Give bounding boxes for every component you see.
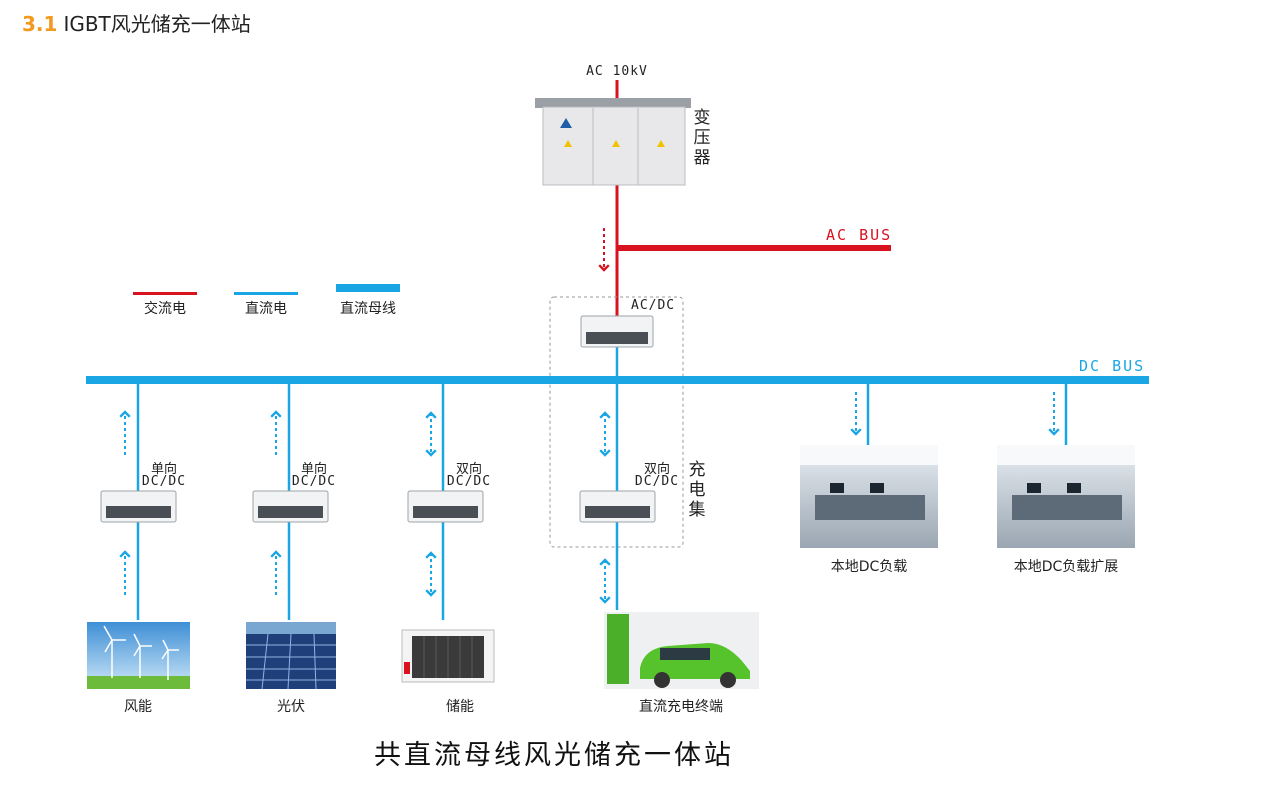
ac-bus-bar [617, 245, 891, 251]
dc-bus-label: DC BUS [1079, 357, 1146, 375]
acdc-module [580, 315, 654, 348]
storage-converter-type: DC/DC [446, 474, 492, 489]
legend-bus-swatch [336, 284, 400, 292]
legend-dc-swatch [234, 292, 298, 295]
dcdc-module-charger [579, 490, 656, 523]
pv-converter-direction: 单向 [300, 462, 328, 477]
charging-cluster-label: 充电集 [688, 460, 706, 520]
legend-dc-label: 直流电 [245, 301, 287, 317]
charger-converter-direction: 双向 [643, 462, 671, 477]
ac-source-label: AC 10kV [586, 64, 648, 79]
legend [133, 284, 400, 295]
legend-ac-swatch [133, 292, 197, 295]
office-load-expansion-image [997, 445, 1135, 548]
solar-panel-image [246, 622, 336, 690]
wind-turbine-image [87, 622, 190, 689]
dc-bus-bar [86, 376, 1149, 384]
wind-converter-direction: 单向 [150, 462, 178, 477]
pv-label: 光伏 [277, 699, 305, 715]
section-title: IGBT风光储充一体站 [63, 12, 251, 36]
charging-cluster-box [549, 296, 684, 548]
legend-ac-label: 交流电 [144, 301, 186, 317]
wind-converter-type: DC/DC [141, 474, 187, 489]
local-load-label: 本地DC负载 [830, 559, 908, 575]
storage-label: 储能 [446, 699, 474, 715]
battery-storage-image [401, 629, 495, 683]
ac-wiring [598, 80, 891, 318]
pv-converter-type: DC/DC [291, 474, 337, 489]
charger-converter-type: DC/DC [634, 474, 680, 489]
dcdc-module-storage [407, 490, 484, 523]
flow-arrows [119, 392, 1060, 604]
storage-converter-direction: 双向 [455, 462, 483, 477]
dcdc-module-wind [100, 490, 177, 523]
transformer-label: 变压器 [693, 108, 711, 168]
load-expansion-label: 本地DC负载扩展 [1013, 559, 1119, 575]
acdc-label: AC/DC [631, 298, 676, 313]
section-number: 3.1 [22, 12, 58, 36]
dcdc-module-pv [252, 490, 329, 523]
office-load-image [800, 445, 938, 548]
ev-terminal-label: 直流充电终端 [639, 699, 723, 715]
legend-bus-label: 直流母线 [340, 301, 396, 317]
transformer-box [535, 98, 691, 186]
ac-bus-label: AC BUS [826, 226, 893, 244]
ev-charging-image [604, 612, 759, 689]
diagram-caption: 共直流母线风光储充一体站 [374, 740, 734, 771]
wind-label: 风能 [124, 699, 152, 715]
